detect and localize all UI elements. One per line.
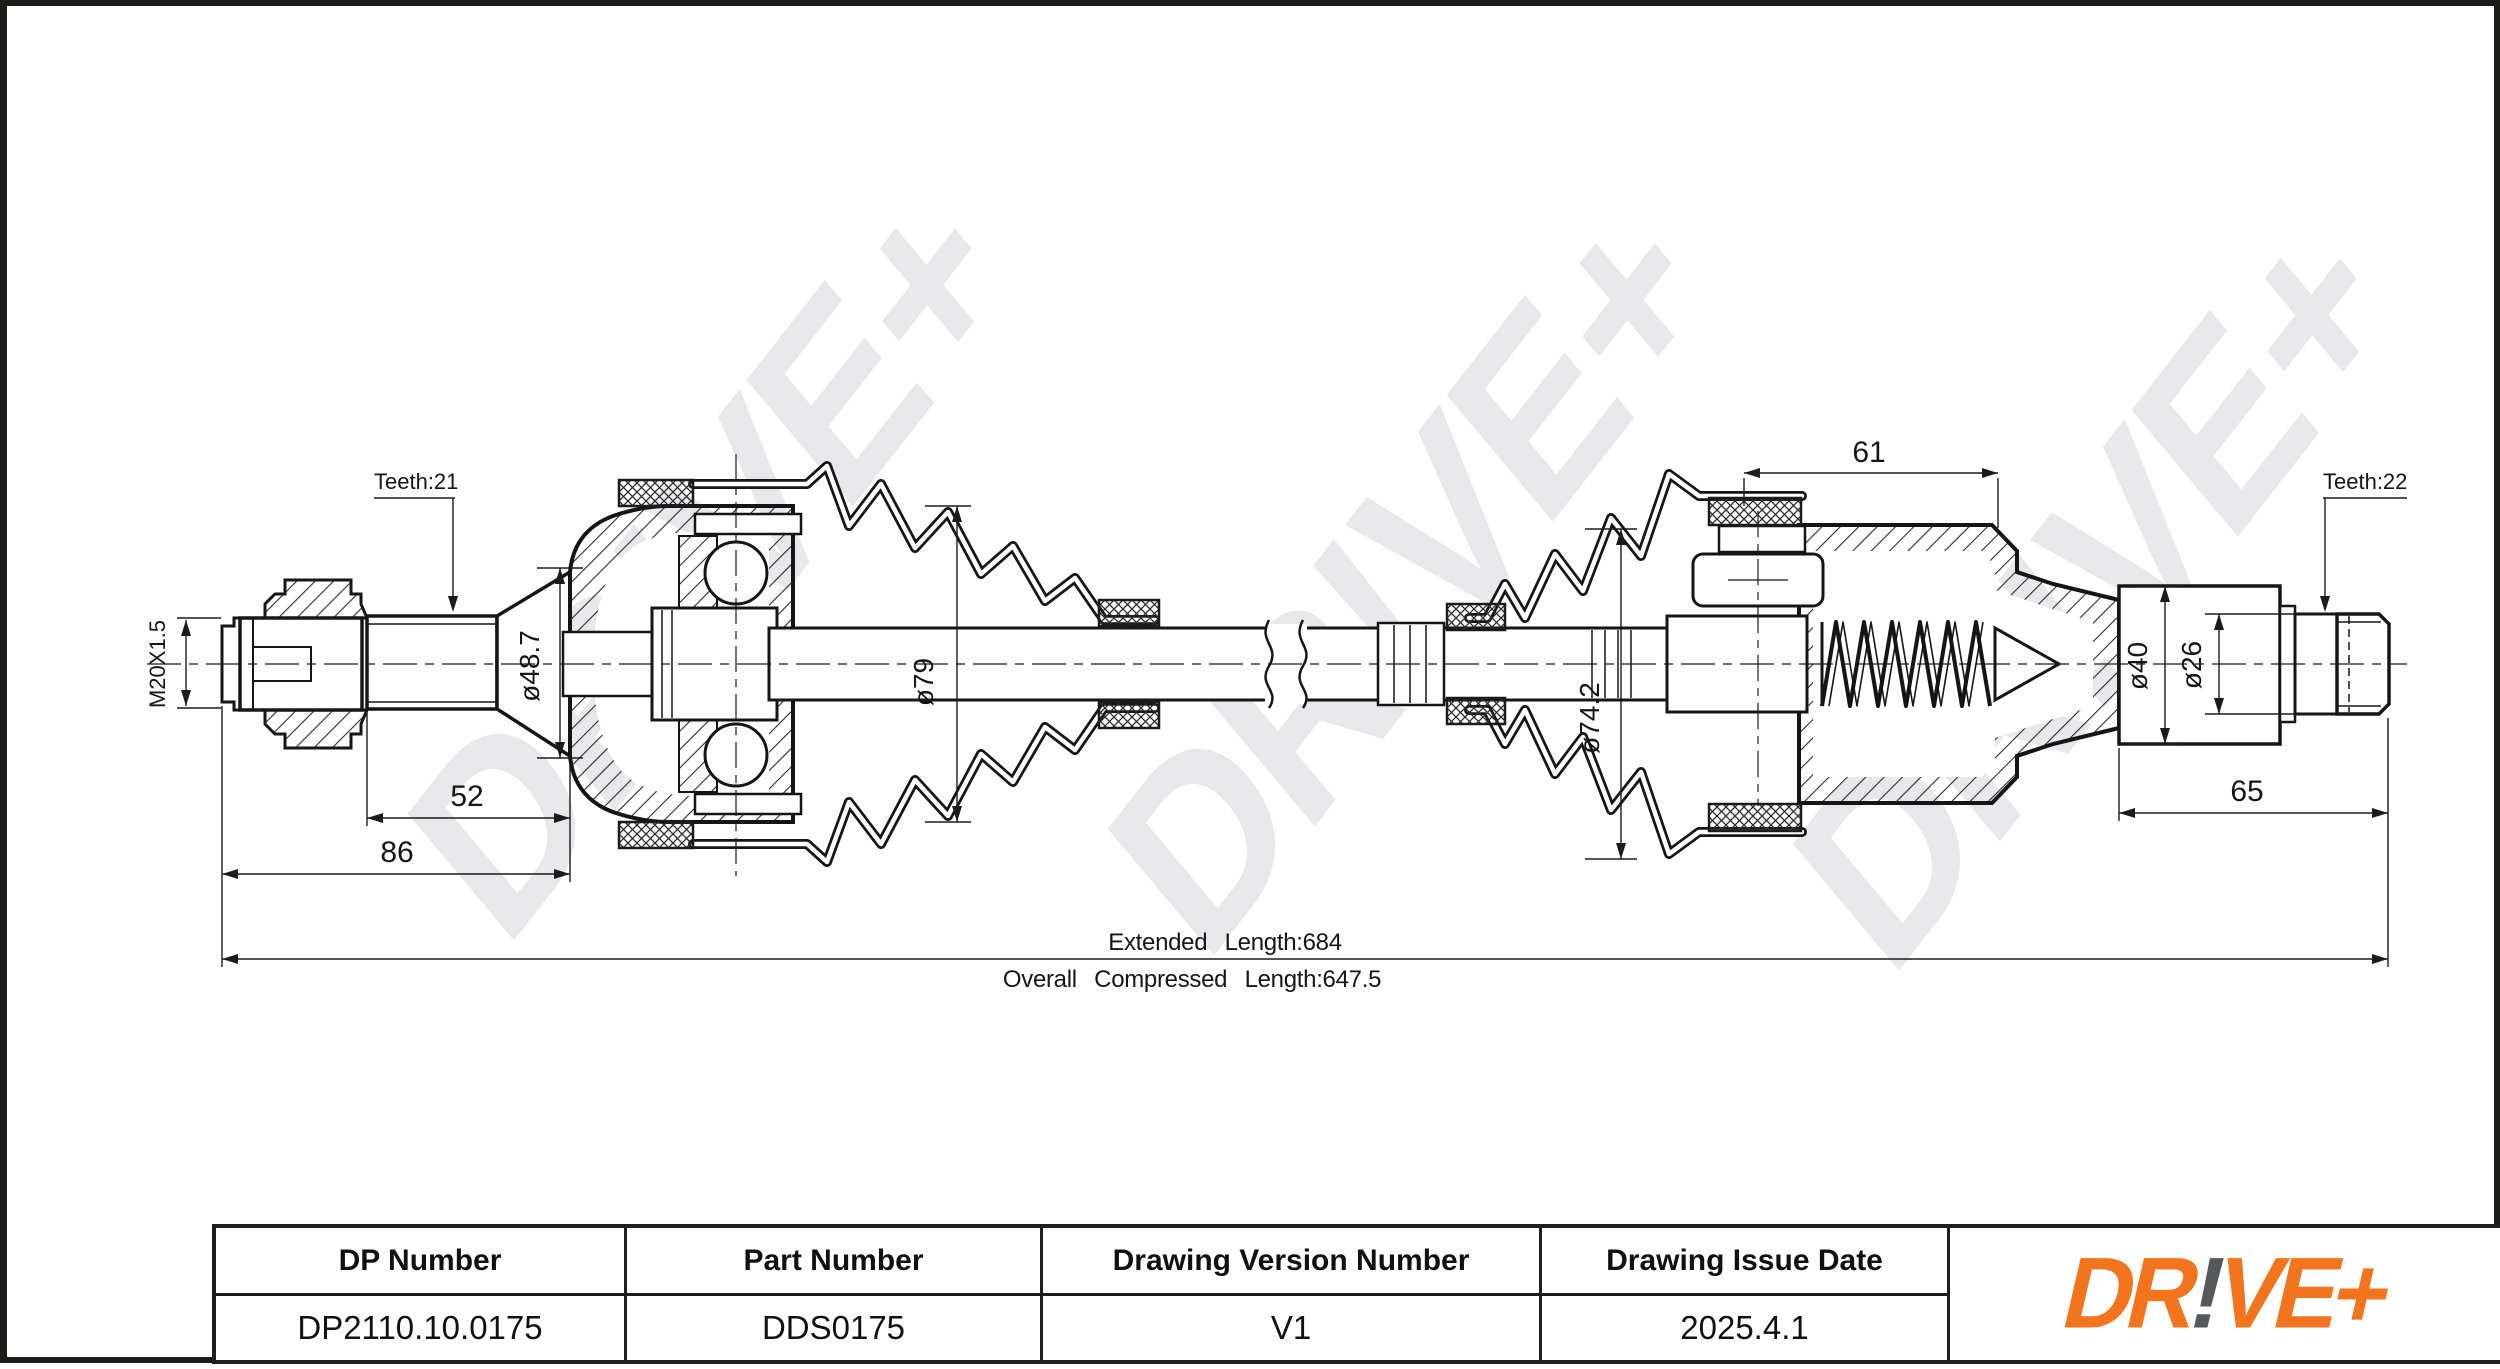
dim-61-label: 61: [1852, 436, 1885, 469]
extended-length-label: Extended Length:684: [1108, 929, 1342, 956]
dia-48-7-label: ø48.7: [514, 630, 545, 702]
drawing-version-value: V1: [1043, 1296, 1542, 1360]
left-cv-boot: [688, 461, 1160, 867]
right-tripod-boot: [1464, 469, 1807, 859]
teeth-right-label: Teeth:22: [2323, 469, 2407, 494]
right-output-shaft: [2117, 584, 2391, 746]
dia-40-label: ø40: [2122, 642, 2153, 690]
title-block: DP Number Part Number Drawing Version Nu…: [212, 1224, 2500, 1364]
dimension-arrows: [181, 468, 2388, 964]
dim-52-label: 52: [450, 780, 483, 813]
brand-logo-cell: DR!VE+: [1950, 1228, 2500, 1360]
compressed-length-label: Overall Compressed Length:647.5: [1003, 966, 1381, 993]
thread-label: M20X1.5: [145, 620, 170, 708]
dia-74-2-label: ø74.2: [1574, 682, 1605, 754]
dia-26-label: ø26: [2176, 641, 2207, 689]
logo-ve-plus: VE+: [2205, 1237, 2398, 1350]
teeth-left-label: Teeth:21: [374, 469, 458, 494]
centerlines: [147, 454, 2407, 876]
part-number-header: Part Number: [627, 1228, 1043, 1296]
dim-86-label: 86: [380, 836, 413, 869]
issue-date-header: Drawing Issue Date: [1542, 1228, 1950, 1296]
dia-79-label: ø79: [908, 658, 939, 706]
dp-number-header: DP Number: [216, 1228, 627, 1296]
part-number-value: DDS0175: [627, 1296, 1043, 1360]
boot-clamps: [617, 478, 1803, 850]
tripod-joint: [1665, 523, 2121, 805]
axle-technical-drawing: Teeth:21 Teeth:22 M20X1.5 ø48.7 ø79 ø74.…: [145, 436, 2407, 993]
dp-number-value: DP2110.10.0175: [216, 1296, 627, 1360]
drawing-version-header: Drawing Version Number: [1043, 1228, 1542, 1296]
dimension-lines: [177, 472, 2407, 967]
drive-plus-logo: DR!VE+: [2053, 1237, 2398, 1349]
dim-65-label: 65: [2230, 775, 2263, 808]
issue-date-value: 2025.4.1: [1542, 1296, 1950, 1360]
